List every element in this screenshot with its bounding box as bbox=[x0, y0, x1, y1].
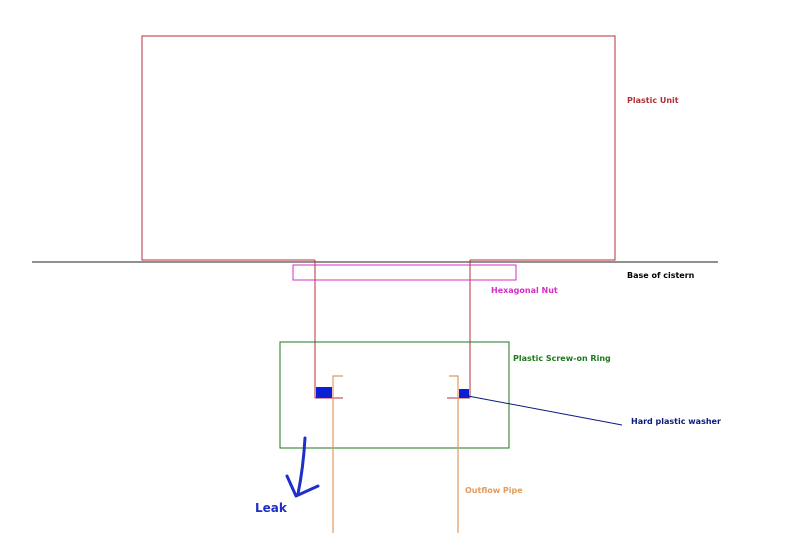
screw-on-ring-label: Plastic Screw-on Ring bbox=[513, 354, 611, 363]
hexagonal-nut-label: Hexagonal Nut bbox=[491, 286, 558, 295]
outflow-pipe-right bbox=[449, 375, 459, 533]
plastic-unit-outline bbox=[141, 35, 616, 261]
plastic-screw-on-ring bbox=[279, 341, 510, 449]
leak-arrow-icon bbox=[285, 436, 320, 498]
washer-leader-line bbox=[467, 395, 623, 426]
washer-right bbox=[459, 389, 469, 398]
leak-label: Leak bbox=[255, 501, 287, 515]
hexagonal-nut bbox=[292, 264, 517, 281]
base-of-cistern-label: Base of cistern bbox=[627, 271, 695, 280]
outflow-pipe-left bbox=[332, 375, 343, 533]
washer-left bbox=[316, 387, 332, 398]
hard-plastic-washer-label: Hard plastic washer bbox=[631, 417, 721, 426]
plastic-unit-label: Plastic Unit bbox=[627, 96, 679, 105]
outflow-pipe-label: Outflow Pipe bbox=[465, 486, 523, 495]
